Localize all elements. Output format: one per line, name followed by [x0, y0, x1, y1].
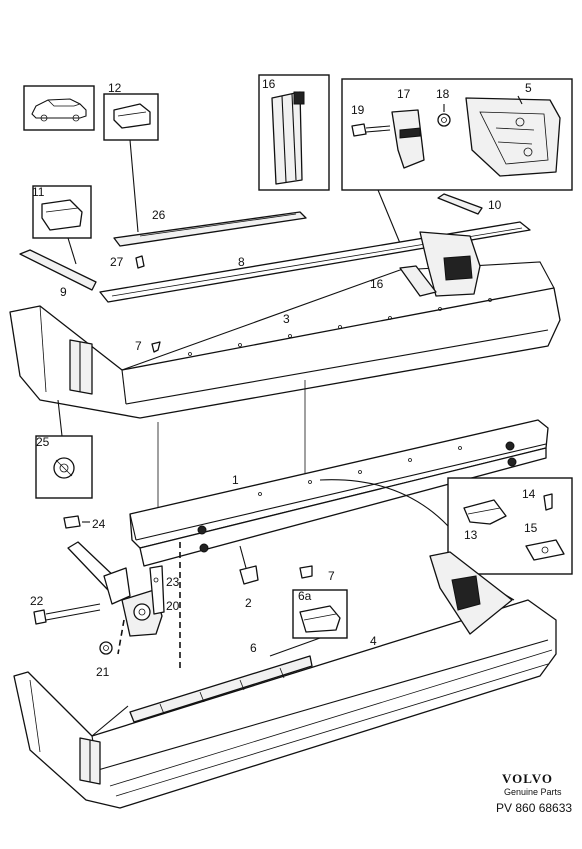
reinforcement-beam-1: 1 [129, 419, 549, 567]
bolt-22: 22 [30, 594, 101, 625]
part-16-box: 16 [258, 74, 330, 191]
label-10: 10 [488, 198, 502, 212]
car-thumbnail-box [23, 85, 95, 131]
rear-bumper-lower-4: 6 4 [13, 551, 557, 809]
part-11-box: 11 [32, 185, 92, 239]
bolt-2: 2 [239, 545, 259, 610]
trim-strip-26: 26 [113, 208, 307, 247]
label-11: 11 [32, 185, 45, 199]
label-5: 5 [525, 81, 532, 95]
label-18: 18 [436, 87, 450, 101]
label-2: 2 [245, 596, 252, 610]
trim-strip-10: 10 [437, 193, 502, 215]
diagram-code: PV 860 68633 [496, 801, 572, 815]
label-12: 12 [108, 81, 122, 95]
screw-27: 27 [110, 255, 145, 269]
label-24: 24 [92, 517, 106, 531]
trim-strip-9: 9 [19, 249, 97, 299]
label-6a: 6a [298, 589, 312, 603]
brand-block: VOLVO Genuine Parts PV 860 68633 [496, 771, 572, 815]
label-7-top: 7 [135, 339, 142, 353]
nut-24: 24 [63, 515, 106, 531]
label-17: 17 [397, 87, 411, 101]
label-3: 3 [283, 312, 290, 326]
label-22: 22 [30, 594, 44, 608]
label-26: 26 [152, 208, 166, 222]
label-16-top: 16 [262, 77, 276, 91]
label-20: 20 [166, 599, 180, 613]
screw-7-top: 7 [135, 339, 161, 353]
label-7-bottom: 7 [328, 569, 335, 583]
label-14: 14 [522, 487, 536, 501]
label-23: 23 [166, 575, 180, 589]
part-25-box: 25 [35, 435, 93, 499]
label-4: 4 [370, 634, 377, 648]
label-25: 25 [36, 435, 50, 449]
part-5-box: 19 17 18 5 [341, 78, 573, 191]
label-15: 15 [524, 521, 538, 535]
label-16-mid: 16 [370, 277, 384, 291]
label-8: 8 [238, 255, 245, 269]
label-19: 19 [351, 103, 365, 117]
part-12-box: 12 [103, 81, 159, 141]
label-21: 21 [96, 665, 110, 679]
part-13-box: 13 14 15 [447, 477, 573, 575]
label-13: 13 [464, 528, 478, 542]
nut-21: 21 [96, 641, 113, 679]
label-6: 6 [250, 641, 257, 655]
label-27: 27 [110, 255, 124, 269]
rear-bumper-upper-3: 3 16 [9, 231, 561, 419]
brand-logo: VOLVO [502, 771, 553, 786]
label-9: 9 [60, 285, 67, 299]
label-1: 1 [232, 473, 239, 487]
part-6a-box: 6a [292, 589, 348, 639]
screw-7-bottom: 7 [299, 565, 335, 583]
brand-subtitle: Genuine Parts [504, 787, 562, 797]
energy-absorber-20: 23 20 [67, 541, 181, 668]
